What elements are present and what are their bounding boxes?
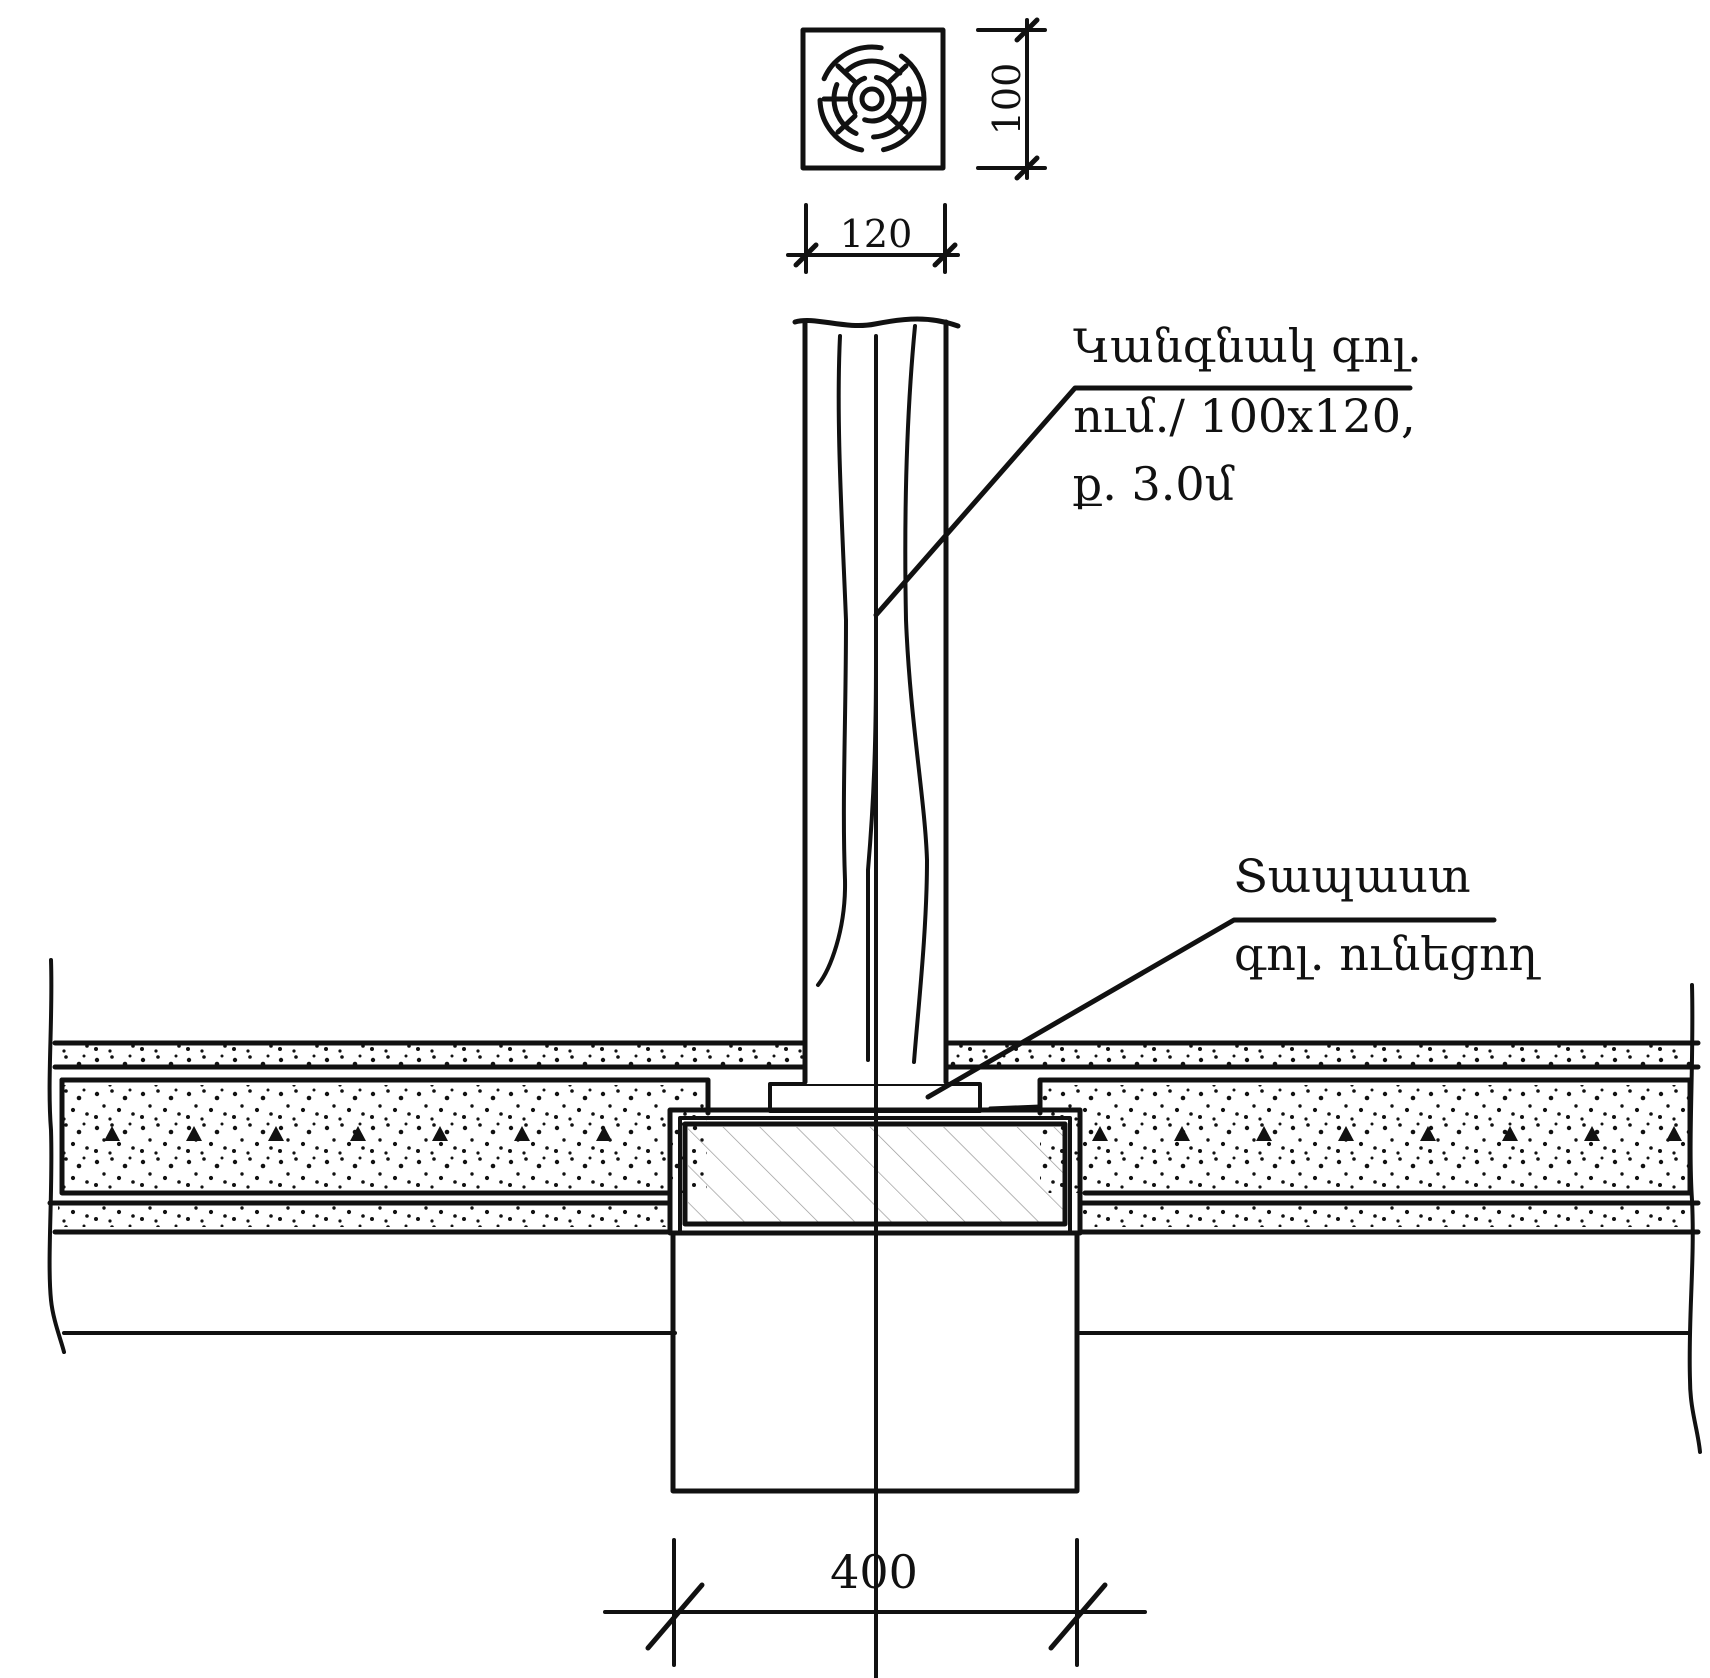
- post-note-line1: Կանգնակ գոլ.: [1073, 319, 1422, 373]
- aggregate-marker: [1256, 1126, 1272, 1141]
- post-note-line2: ում./ 100x120,: [1073, 389, 1416, 443]
- base-plate: [768, 1082, 1042, 1113]
- post-annotation: Կանգնակ գոլ. ում./ 100x120, ք. 3.0մ: [873, 319, 1422, 618]
- dimension-label-120: 120: [840, 212, 913, 256]
- aggregate-marker: [1174, 1126, 1190, 1141]
- aggregate-marker: [432, 1126, 448, 1141]
- aggregate-marker: [350, 1126, 366, 1141]
- dimension-section-height: 100: [976, 17, 1047, 181]
- post-break-line: [792, 316, 961, 329]
- aggregate-marker: [268, 1126, 284, 1141]
- dimension-label-400: 400: [830, 1545, 918, 1599]
- post-cross-section: [800, 27, 946, 171]
- aggregate-marker: [104, 1126, 120, 1141]
- aggregate-marker: [186, 1126, 202, 1141]
- dimension-footing-width: 400: [603, 1538, 1147, 1667]
- wood-grain-rings-icon: [817, 44, 927, 154]
- aggregate-marker: [1584, 1126, 1600, 1141]
- aggregate-marker: [1420, 1126, 1436, 1141]
- pad-note-line2: գոլ. ունեցող: [1234, 927, 1542, 981]
- dimension-section-width: 120: [786, 203, 960, 274]
- floor-layers-right: [944, 983, 1702, 1454]
- aggregate-marker: [1502, 1126, 1518, 1141]
- dimension-label-100: 100: [985, 63, 1029, 136]
- aggregate-marker: [514, 1126, 530, 1141]
- aggregate-markers: [104, 1126, 1682, 1141]
- pad-note-line1: Տապաստ: [1234, 849, 1471, 903]
- aggregate-marker: [1092, 1126, 1108, 1141]
- post-note-line3: ք. 3.0մ: [1073, 457, 1235, 511]
- pad-annotation: Տապաստ գոլ. ունեցող: [925, 849, 1542, 1100]
- post-section-outline: [800, 27, 946, 171]
- aggregate-marker: [1338, 1126, 1354, 1141]
- aggregate-marker: [596, 1126, 612, 1141]
- aggregate-marker: [1666, 1126, 1682, 1141]
